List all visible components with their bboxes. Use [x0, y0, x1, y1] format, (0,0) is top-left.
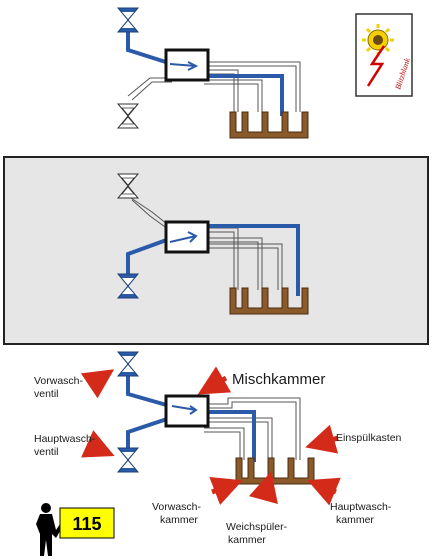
mixing-chamber	[164, 394, 210, 428]
arrow-mainwash-valve	[81, 430, 115, 458]
closed-valve-icon	[117, 103, 139, 129]
mainwash-valve-icon	[117, 447, 139, 473]
label-dispenser: Einspülkasten	[336, 432, 402, 444]
mixing-chamber	[164, 220, 210, 254]
diagram-top	[117, 7, 309, 139]
presenter-figure-icon	[36, 503, 63, 556]
label-mainwash-valve-1: Hauptwasch-	[34, 433, 96, 445]
page-badge: 115	[36, 503, 115, 556]
open-valve-icon	[117, 7, 139, 33]
label-prewash-valve-1: Vorwasch-	[34, 375, 84, 387]
arrow-prewash-valve	[80, 369, 115, 399]
arrow-dispenser	[305, 424, 339, 454]
label-mainwash-valve-2: ventil	[34, 446, 59, 458]
diagram-labeled: Vorwasch- ventil Hauptwasch- ventil Misc…	[34, 351, 402, 546]
lightning-icon	[366, 45, 386, 87]
diagram-middle	[3, 156, 429, 345]
label-mainwash-compartment-2: kammer	[336, 514, 374, 526]
dispenser-tray	[229, 111, 309, 139]
label-softener-compartment-1: Weichspüler-	[226, 521, 288, 533]
dispenser-tray	[235, 457, 315, 485]
arrow-softener-compartment	[248, 471, 278, 505]
label-mainwash-compartment-1: Hauptwasch-	[330, 501, 392, 513]
label-softener-compartment-2: kammer	[228, 534, 266, 546]
arrow-mixing-chamber	[197, 366, 232, 395]
arrow-mainwash-compartment	[307, 477, 341, 506]
sunflower-icon	[362, 24, 394, 56]
label-prewash-compartment-2: kammer	[160, 514, 198, 526]
label-mixing-chamber: Mischkammer	[232, 371, 325, 388]
page-number: 115	[72, 514, 101, 534]
brand-logo: Blitzblank	[355, 13, 413, 97]
prewash-valve-icon	[117, 351, 139, 377]
label-prewash-compartment-1: Vorwasch-	[152, 501, 202, 513]
label-prewash-valve-2: ventil	[34, 388, 59, 400]
arrow-prewash-compartment	[209, 476, 243, 505]
